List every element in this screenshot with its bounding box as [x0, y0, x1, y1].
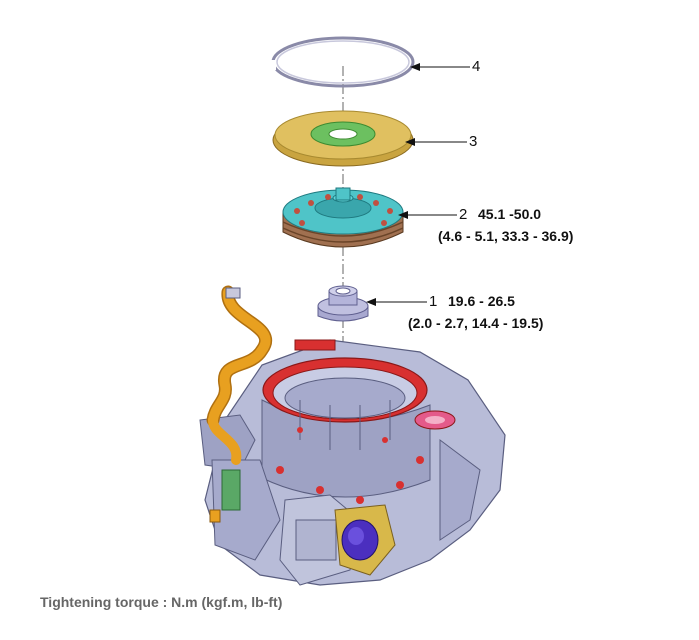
callout-2-number: 2 — [459, 206, 468, 223]
leader-line-3 — [405, 138, 467, 146]
part-2-clutch-drum — [282, 187, 404, 248]
leader-line-1 — [366, 298, 427, 306]
part-4-snap-ring — [268, 36, 415, 88]
part-3-plate — [272, 110, 414, 167]
bottom-front-components — [279, 494, 396, 586]
callout-1-torque-nm: 19.6 - 26.5 — [448, 293, 515, 309]
callout-3-number: 3 — [469, 133, 478, 150]
callout-1-torque-alt: (2.0 - 2.7, 14.4 - 19.5) — [408, 315, 544, 331]
leader-line-2 — [398, 211, 457, 219]
callout-4-number: 4 — [472, 58, 481, 75]
callout-2-torque-nm: 45.1 -50.0 — [478, 206, 542, 222]
part-1-support — [317, 285, 369, 322]
transmission-housing — [204, 339, 506, 586]
leader-line-4 — [410, 63, 470, 71]
callout-2-torque-alt: (4.6 - 5.1, 33.3 - 36.9) — [438, 228, 574, 244]
torque-unit-caption: Tightening torque : N.m (kgf.m, lb-ft) — [40, 594, 283, 610]
callout-1-number: 1 — [429, 293, 438, 310]
